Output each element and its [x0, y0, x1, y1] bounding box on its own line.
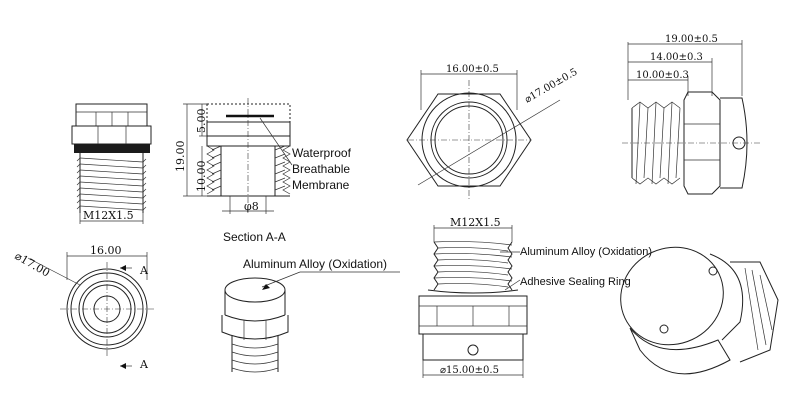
section-view: 19.00 5.00 10.00 φ8 Waterproof Breathabl…	[174, 98, 352, 244]
height-thread-label: 10.00	[195, 161, 208, 193]
section-mark-top: A	[139, 264, 149, 277]
section-mark-bottom: A	[139, 358, 149, 371]
alloy-label-small: Aluminum Alloy (Oxidation)	[243, 257, 387, 271]
membrane-label-3: Membrane	[292, 178, 350, 192]
height-total-label: 19.00	[174, 141, 187, 173]
side-view: M12X1.5	[71, 103, 152, 224]
length-total-label: 19.00±0.5	[665, 34, 718, 45]
right-thread	[622, 101, 760, 185]
side-view-right: 19.00±0.5 14.00±0.3 10.00±0.3	[622, 34, 760, 195]
front-width-label: 16.00	[90, 244, 122, 257]
base-diameter-label: ⌀15.00±0.5	[440, 365, 499, 376]
hex-width-label: 16.00±0.5	[446, 64, 499, 75]
length-thread-label: 10.00±0.3	[636, 70, 689, 81]
membrane-label-2: Breathable	[292, 162, 350, 176]
iso-view-small: Aluminum Alloy (Oxidation)	[221, 257, 400, 373]
sealing-ring-label: Adhesive Sealing Ring	[520, 276, 631, 288]
thread-size-label: M12X1.5	[83, 209, 134, 222]
thread-right-label: M12X1.5	[450, 216, 501, 229]
front-view: 16.00 ⌀17.00 A A	[13, 244, 154, 371]
length-mid-label: 14.00±0.3	[650, 52, 703, 63]
section-title: Section A-A	[223, 230, 286, 244]
iso-view-large	[620, 246, 779, 375]
side-view-thread	[76, 153, 147, 213]
front-diameter-label: ⌀17.00	[13, 249, 53, 279]
alloy-label-right: Aluminum Alloy (Oxidation)	[520, 246, 652, 258]
front-elevation: M12X1.5 ⌀15.00±0.5 Aluminum Alloy (Oxida…	[418, 216, 652, 378]
bore-label: φ8	[244, 200, 259, 213]
height-cap-label: 5.00	[195, 109, 208, 134]
membrane-label-1: Waterproof	[292, 146, 352, 160]
elevation-thread	[433, 241, 513, 291]
hex-diameter-label: ⌀17.00±0.5	[523, 67, 580, 106]
hex-front-view: 16.00±0.5 ⌀17.00±0.5	[406, 64, 580, 200]
